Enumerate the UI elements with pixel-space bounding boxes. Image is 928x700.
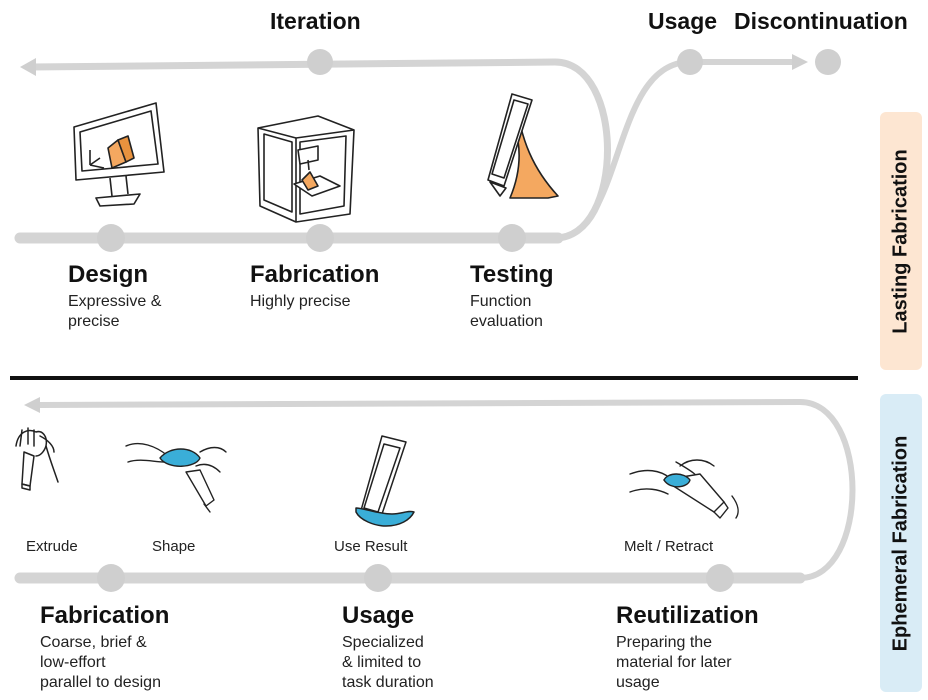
step-label-melt-retract: Melt / Retract [624, 538, 714, 555]
header-usage: Usage [648, 8, 718, 34]
node-fabrication-ephemeral [97, 564, 125, 592]
stage-desc-fabrication: Highly precise [250, 293, 351, 310]
node-iteration [307, 49, 333, 75]
phone-stand-illustration [487, 93, 559, 199]
ephemeral-loop [17, 398, 856, 581]
extrude-illustration [15, 427, 59, 491]
stage-desc-design: Expressive & precise [68, 293, 162, 330]
lasting-exit-arrowhead [792, 54, 808, 70]
stage-title-ephemeral-fabrication: Fabrication [40, 602, 170, 629]
node-usage [677, 49, 703, 75]
header-iteration: Iteration [270, 8, 361, 34]
node-reutilization [706, 564, 734, 592]
step-label-extrude: Extrude [26, 538, 78, 555]
lasting-exit-track [552, 59, 803, 241]
stage-desc-ephemeral-fabrication: Coarse, brief & low-effort parallel to d… [40, 634, 161, 691]
side-label-ephemeral-text: Ephemeral Fabrication [889, 435, 912, 651]
step-label-use-result: Use Result [334, 538, 408, 555]
stage-title-reutilization: Reutilization [616, 602, 759, 629]
ephemeral-loop-arrowhead [24, 397, 40, 413]
node-design [97, 224, 125, 252]
side-label-lasting-text: Lasting Fabrication [889, 148, 912, 334]
stage-title-ephemeral-usage: Usage [342, 602, 415, 629]
stage-desc-reutilization: Preparing the material for later usage [616, 634, 732, 691]
ephemeral-phone-stand-illustration [355, 435, 415, 527]
header-discontinuation: Discontinuation [734, 8, 908, 34]
node-fabrication-lasting [306, 224, 334, 252]
lasting-iteration-arrowhead [20, 58, 36, 76]
melt-retract-illustration [629, 459, 739, 519]
node-discontinuation [815, 49, 841, 75]
step-label-shape: Shape [152, 538, 196, 555]
stage-desc-testing: Function evaluation [470, 293, 543, 330]
side-label-ephemeral-fabrication: Ephemeral Fabrication [880, 394, 922, 692]
shape-illustration [125, 442, 227, 513]
printer-illustration [257, 115, 355, 223]
node-testing [498, 224, 526, 252]
monitor-illustration [73, 102, 165, 207]
stage-title-fabrication: Fabrication [250, 261, 380, 288]
stage-title-design: Design [68, 261, 149, 288]
stage-title-testing: Testing [470, 261, 554, 288]
side-label-lasting-fabrication: Lasting Fabrication [880, 112, 922, 370]
stage-desc-ephemeral-usage: Specialized & limited to task duration [342, 634, 434, 691]
node-usage-ephemeral [364, 564, 392, 592]
